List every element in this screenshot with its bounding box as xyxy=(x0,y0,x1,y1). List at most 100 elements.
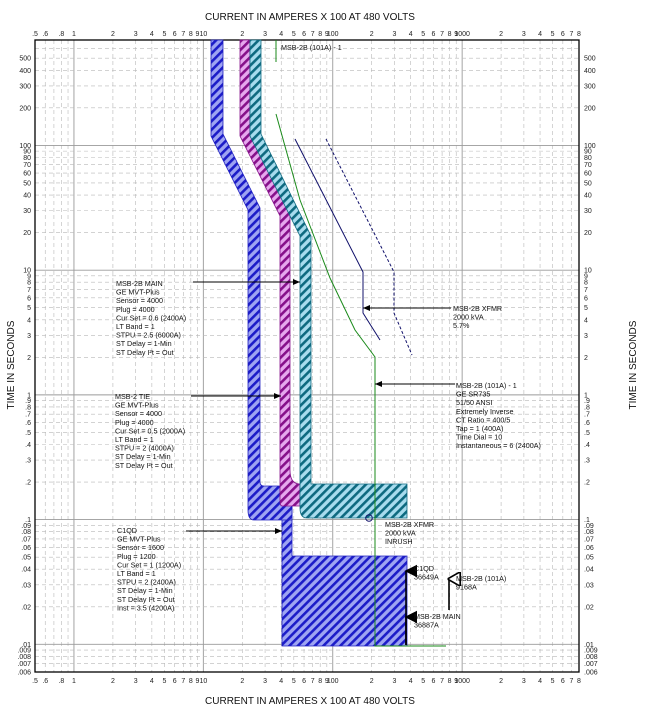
svg-text:.008: .008 xyxy=(17,654,31,661)
svg-text:Inst = 3.5 (4200A): Inst = 3.5 (4200A) xyxy=(117,603,174,612)
svg-text:1: 1 xyxy=(72,678,76,685)
svg-text:3: 3 xyxy=(522,678,526,685)
svg-text:1000: 1000 xyxy=(454,31,470,38)
svg-text:90: 90 xyxy=(584,149,592,156)
svg-text:5: 5 xyxy=(551,678,555,685)
svg-text:5: 5 xyxy=(162,31,166,38)
svg-text:9: 9 xyxy=(325,678,329,685)
svg-text:4: 4 xyxy=(150,31,154,38)
svg-text:80: 80 xyxy=(584,155,592,162)
svg-text:.06: .06 xyxy=(21,545,31,552)
svg-text:5: 5 xyxy=(162,678,166,685)
svg-text:.03: .03 xyxy=(21,582,31,589)
svg-text:30: 30 xyxy=(584,208,592,215)
svg-text:3: 3 xyxy=(27,333,31,340)
svg-text:6: 6 xyxy=(302,31,306,38)
svg-text:3: 3 xyxy=(134,31,138,38)
svg-text:100: 100 xyxy=(584,143,596,150)
svg-text:3: 3 xyxy=(263,31,267,38)
svg-text:MSB-2B XFMR: MSB-2B XFMR xyxy=(453,304,502,313)
svg-text:7: 7 xyxy=(570,678,574,685)
svg-text:Plug = 4000: Plug = 4000 xyxy=(115,418,154,427)
svg-text:.1: .1 xyxy=(25,517,31,524)
svg-text:.008: .008 xyxy=(584,654,598,661)
svg-text:.08: .08 xyxy=(21,529,31,536)
svg-text:3: 3 xyxy=(393,678,397,685)
svg-text:5: 5 xyxy=(584,305,588,312)
x-axis-title-top: CURRENT IN AMPERES X 100 AT 480 VOLTS xyxy=(205,12,415,23)
svg-text:ST Delay I²t = Out: ST Delay I²t = Out xyxy=(116,348,174,357)
svg-text:.6: .6 xyxy=(584,420,590,427)
svg-text:2: 2 xyxy=(499,31,503,38)
svg-text:Time Dial = 10: Time Dial = 10 xyxy=(456,433,502,442)
svg-text:CT Ratio = 400/5: CT Ratio = 400/5 xyxy=(456,415,510,424)
svg-text:8: 8 xyxy=(189,31,193,38)
x-axis-title-bottom: CURRENT IN AMPERES X 100 AT 480 VOLTS xyxy=(205,696,415,707)
svg-text:2: 2 xyxy=(584,355,588,362)
svg-text:.7: .7 xyxy=(25,412,31,419)
svg-text:2: 2 xyxy=(240,678,244,685)
svg-text:2: 2 xyxy=(499,678,503,685)
svg-text:LT Band = 1: LT Band = 1 xyxy=(117,569,156,578)
svg-text:40: 40 xyxy=(584,193,592,200)
svg-text:Plug = 1200: Plug = 1200 xyxy=(117,552,156,561)
svg-text:4: 4 xyxy=(409,31,413,38)
svg-text:50: 50 xyxy=(23,180,31,187)
svg-text:200: 200 xyxy=(584,105,596,112)
svg-text:2000 kVA: 2000 kVA xyxy=(385,529,416,538)
relay-top-tag: MSB-2B (101A) - 1 xyxy=(281,43,342,52)
svg-text:10: 10 xyxy=(199,678,207,685)
svg-text:70: 70 xyxy=(23,162,31,169)
svg-text:8: 8 xyxy=(448,31,452,38)
svg-text:60: 60 xyxy=(23,171,31,178)
svg-text:40: 40 xyxy=(23,193,31,200)
svg-text:.8: .8 xyxy=(25,404,31,411)
svg-text:.8: .8 xyxy=(584,404,590,411)
svg-text:4: 4 xyxy=(150,678,154,685)
svg-text:MSB-2B XFMR: MSB-2B XFMR xyxy=(385,520,434,529)
svg-text:.05: .05 xyxy=(21,555,31,562)
svg-text:400: 400 xyxy=(584,68,596,75)
svg-text:.4: .4 xyxy=(25,442,31,449)
svg-text:Sensor = 4000: Sensor = 4000 xyxy=(116,296,163,305)
svg-text:ST Delay = 1-Min: ST Delay = 1-Min xyxy=(117,586,173,595)
svg-text:6: 6 xyxy=(27,295,31,302)
svg-text:.03: .03 xyxy=(584,582,594,589)
svg-text:8: 8 xyxy=(27,280,31,287)
svg-text:.009: .009 xyxy=(584,648,598,655)
svg-text:.05: .05 xyxy=(584,555,594,562)
svg-text:Cur Set = 0.5 (2000A): Cur Set = 0.5 (2000A) xyxy=(115,426,185,435)
svg-text:.04: .04 xyxy=(21,567,31,574)
svg-text:3: 3 xyxy=(393,31,397,38)
svg-text:4: 4 xyxy=(27,317,31,324)
x-tick-labels: .5.5.6.6.8.81122334455667788991010223344… xyxy=(32,31,581,685)
svg-text:Sensor = 4000: Sensor = 4000 xyxy=(115,409,162,418)
svg-text:5: 5 xyxy=(27,305,31,312)
svg-text:.04: .04 xyxy=(584,567,594,574)
svg-text:MSB-2 TIE: MSB-2 TIE xyxy=(115,392,150,401)
svg-text:.009: .009 xyxy=(17,648,31,655)
svg-text:1000: 1000 xyxy=(454,678,470,685)
svg-text:9: 9 xyxy=(454,678,458,685)
svg-text:4: 4 xyxy=(538,678,542,685)
svg-text:Instantaneous = 6 (2400A): Instantaneous = 6 (2400A) xyxy=(456,441,541,450)
svg-text:Extremely Inverse: Extremely Inverse xyxy=(456,407,514,416)
svg-text:.07: .07 xyxy=(584,536,594,543)
svg-text:.9: .9 xyxy=(25,398,31,405)
svg-text:2: 2 xyxy=(370,31,374,38)
svg-text:3: 3 xyxy=(263,678,267,685)
svg-text:100: 100 xyxy=(327,678,339,685)
svg-text:10: 10 xyxy=(584,268,592,275)
svg-text:3: 3 xyxy=(134,678,138,685)
svg-text:.6: .6 xyxy=(42,678,48,685)
svg-text:9168A: 9168A xyxy=(456,583,477,592)
svg-text:.9: .9 xyxy=(584,398,590,405)
svg-text:Tap = 1 (400A): Tap = 1 (400A) xyxy=(456,424,503,433)
